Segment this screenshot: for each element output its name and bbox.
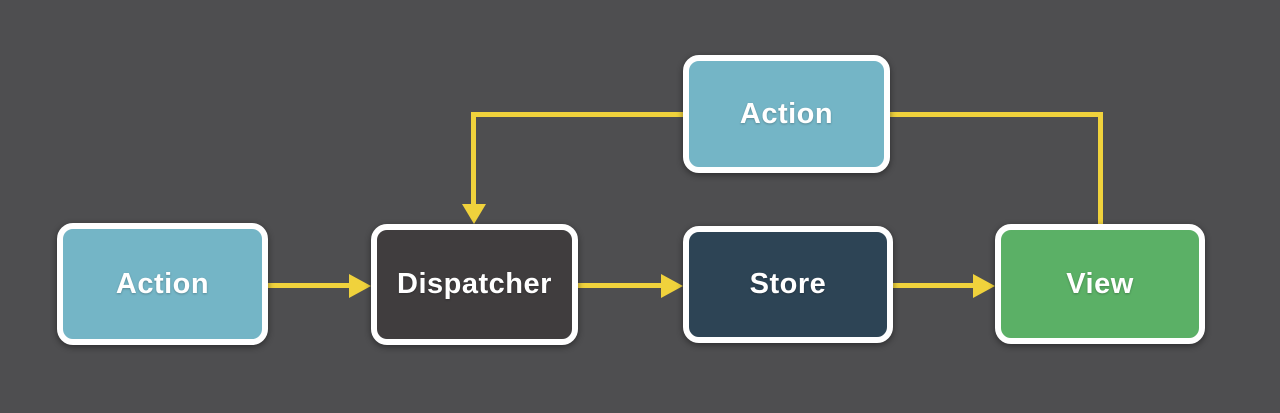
edge-dispatcher-to-store-line bbox=[578, 283, 661, 288]
node-action-top: Action bbox=[683, 55, 890, 173]
edge-store-to-view-line bbox=[893, 283, 973, 288]
node-store: Store bbox=[683, 226, 893, 343]
node-store-label: Store bbox=[749, 268, 827, 300]
edge-action-top-to-dispatcher-vertical-line bbox=[471, 112, 476, 204]
arrowhead-into-dispatcher-icon bbox=[349, 274, 371, 298]
edge-action-top-to-dispatcher-horizontal-line bbox=[471, 112, 683, 117]
arrowhead-into-view-icon bbox=[973, 274, 995, 298]
node-action-left: Action bbox=[57, 223, 268, 345]
node-dispatcher-label: Dispatcher bbox=[397, 268, 552, 300]
node-view-label: View bbox=[1066, 267, 1134, 300]
arrowhead-down-into-dispatcher-icon bbox=[462, 204, 486, 224]
edge-view-to-action-top-vertical-line bbox=[1098, 112, 1103, 224]
arrowhead-into-store-icon bbox=[661, 274, 683, 298]
edge-action-left-to-dispatcher-line bbox=[268, 283, 349, 288]
node-action-top-label: Action bbox=[739, 97, 834, 130]
node-dispatcher: Dispatcher bbox=[371, 224, 578, 345]
node-view: View bbox=[995, 224, 1205, 344]
node-action-left-label: Action bbox=[115, 267, 210, 300]
edge-view-to-action-top-horizontal-line bbox=[890, 112, 1103, 117]
